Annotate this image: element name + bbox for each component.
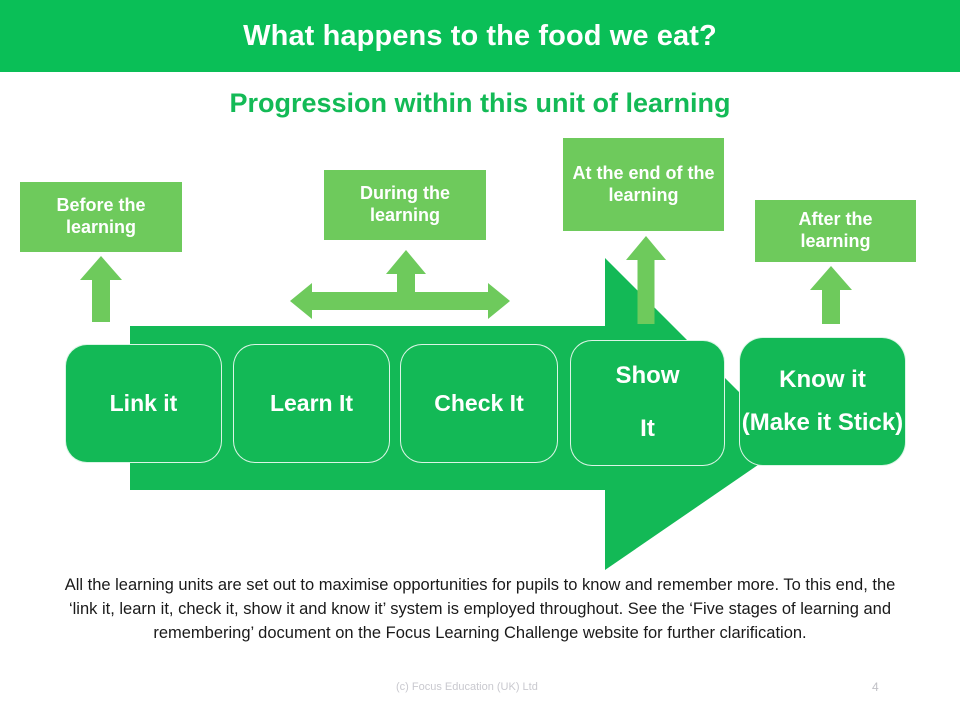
stage-box-check-it[interactable]: Check It <box>400 344 558 463</box>
arrow-head-icon <box>80 256 122 280</box>
phase-label-before: Before the learning <box>20 182 182 252</box>
stage-label-line2: (Make it Stick) <box>741 408 904 436</box>
arrow-head-icon <box>810 266 852 290</box>
stage-box-link-it[interactable]: Link it <box>65 344 222 463</box>
phase-label-after: After the learning <box>755 200 916 262</box>
description-paragraph: All the learning units are set out to ma… <box>64 576 896 642</box>
arrow-head-icon <box>626 236 666 260</box>
footer-page-number: 4 <box>872 680 879 694</box>
arrow-head-left-icon <box>290 283 312 319</box>
arrow-up-at-the-end-icon <box>626 236 666 324</box>
arrow-shaft-icon <box>92 280 110 322</box>
phase-label-during: During the learning <box>324 170 486 240</box>
arrow-shaft-icon <box>637 260 655 324</box>
stage-label-line2: It <box>640 415 655 442</box>
stage-box-show-it[interactable]: Show It <box>570 340 725 466</box>
header-bar: What happens to the food we eat? <box>0 0 960 72</box>
arrow-up-before-icon <box>80 256 122 322</box>
stage-label-line1: Check It <box>434 389 524 416</box>
stage-label-line1: Link it <box>109 389 178 416</box>
arrow-head-up-icon <box>386 250 426 274</box>
phase-label-at-the-end: At the end of the learning <box>563 138 724 231</box>
subtitle: Progression within this unit of learning <box>229 88 731 118</box>
stage-label-line1: Show <box>615 362 680 390</box>
arrow-bar-horizontal-icon <box>310 292 492 310</box>
stage-label-line1: Learn It <box>269 389 354 416</box>
stage-box-learn-it[interactable]: Learn It <box>233 344 390 463</box>
arrow-bidirectional-during-icon <box>290 250 510 322</box>
footer-credit: (c) Focus Education (UK) Ltd <box>396 681 538 693</box>
stage-label-line1: Know it <box>779 365 866 393</box>
arrow-up-after-icon <box>810 266 852 324</box>
page-title: What happens to the food we eat? <box>243 19 717 52</box>
arrow-shaft-icon <box>822 290 840 324</box>
stage-box-know-it[interactable]: Know it (Make it Stick) <box>739 337 906 466</box>
arrow-head-right-icon <box>488 283 510 319</box>
